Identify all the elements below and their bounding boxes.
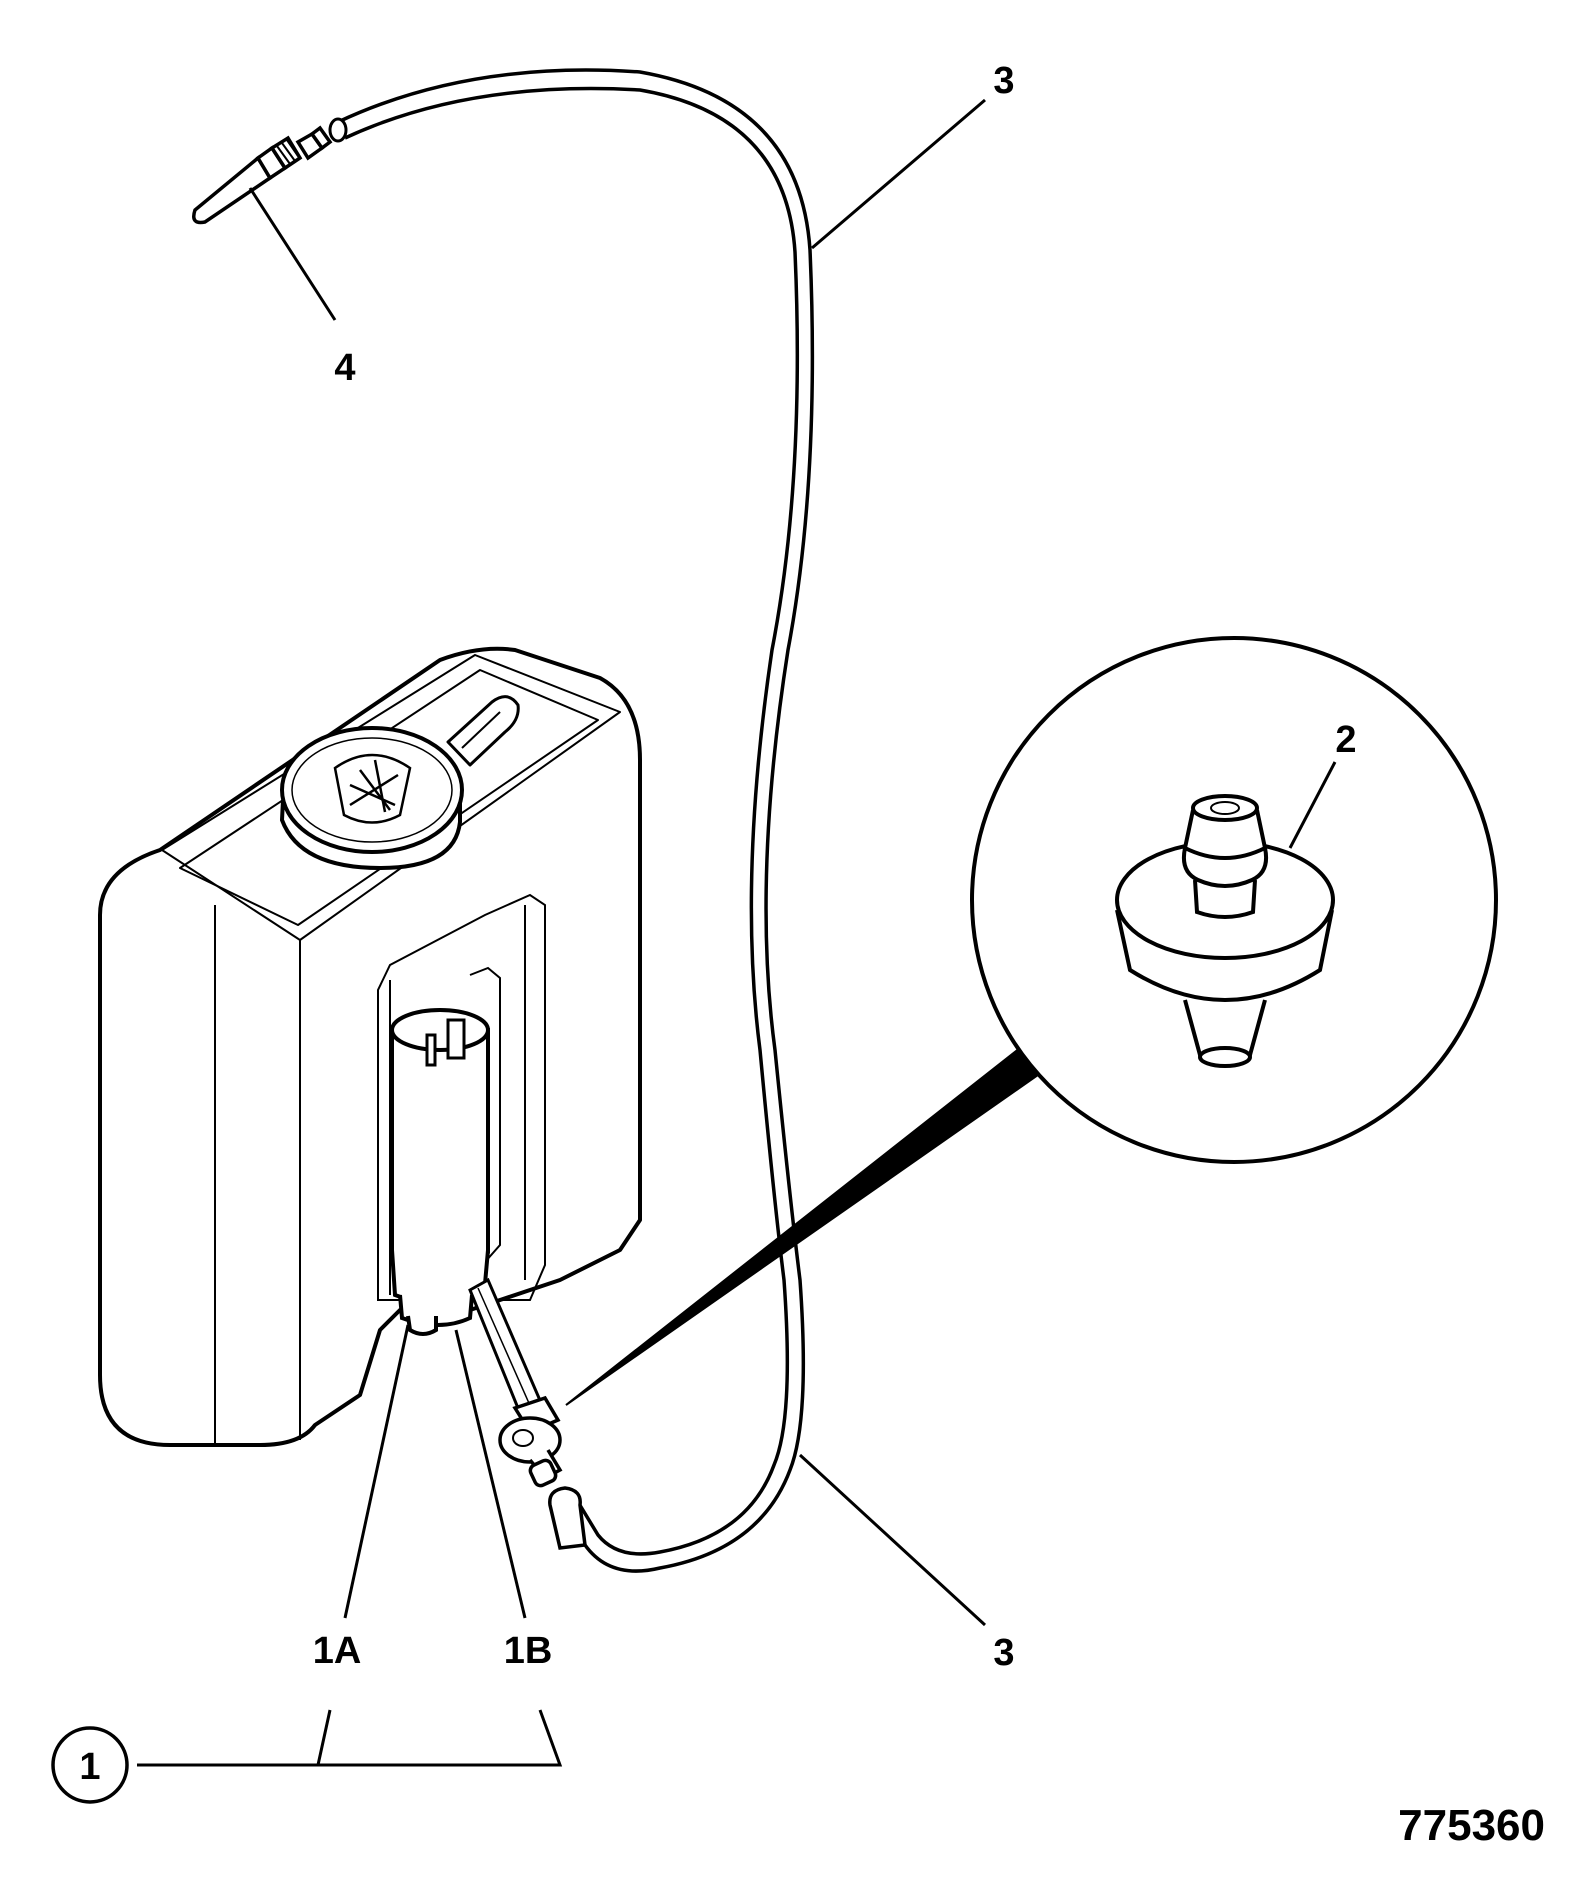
leader-2 xyxy=(1288,761,1337,849)
hose-end xyxy=(548,1486,587,1550)
hose-upper-inner xyxy=(344,86,800,1556)
pump-outlet-1a xyxy=(406,1315,438,1336)
callout-1a: 1A xyxy=(313,1630,362,1672)
reservoir-cap xyxy=(279,726,464,871)
valve-upper-flare xyxy=(1181,847,1269,888)
washer-pump xyxy=(390,1008,544,1421)
tank-top-face xyxy=(161,654,621,941)
callout-2: 2 xyxy=(1335,719,1356,761)
callout-1b: 1B xyxy=(504,1630,553,1672)
detail-view-check-valve xyxy=(970,636,1498,1164)
callout-labels: 4 3 3 2 1A 1B 1 xyxy=(51,60,1357,1804)
check-valve-inline xyxy=(498,1395,563,1488)
callout-4: 4 xyxy=(334,347,355,389)
cap-rim xyxy=(291,737,453,843)
leader-1a xyxy=(343,1324,410,1619)
nozzle-tip xyxy=(192,155,273,225)
leader-lines xyxy=(137,98,1337,1767)
leader-3-top xyxy=(811,98,986,250)
washer-symbol-icon xyxy=(333,753,412,824)
leader-1b xyxy=(454,1329,527,1619)
callout-3-top: 3 xyxy=(993,60,1014,102)
tank-body-outline xyxy=(98,646,642,1447)
tank-filler-slot xyxy=(446,695,520,767)
svg-text:1: 1 xyxy=(79,1746,100,1788)
pump-connector-tab xyxy=(446,1018,466,1060)
pump-motor-body xyxy=(390,1028,490,1263)
tank-filler-slot-inner xyxy=(461,711,501,749)
leader-1-bracket xyxy=(137,1709,563,1767)
valve-upper-barb xyxy=(1182,809,1268,860)
hose-upper-outer xyxy=(337,68,815,1573)
pump-motor-top xyxy=(390,1008,490,1052)
valve-collar xyxy=(1193,879,1257,919)
leader-4 xyxy=(248,187,337,321)
washer-hose xyxy=(328,68,815,1573)
check-valve-enlarged xyxy=(1115,794,1335,1068)
figure-number: 775360 xyxy=(1398,1801,1545,1850)
washer-reservoir-tank xyxy=(98,646,642,1447)
callout-1-assembly: 1 xyxy=(51,1726,129,1804)
washer-nozzle xyxy=(192,125,333,225)
callout-3-bottom: 3 xyxy=(993,1632,1014,1674)
hose-top-end xyxy=(328,117,348,143)
leader-3-bottom xyxy=(798,1453,987,1627)
nozzle-thread xyxy=(269,135,303,171)
